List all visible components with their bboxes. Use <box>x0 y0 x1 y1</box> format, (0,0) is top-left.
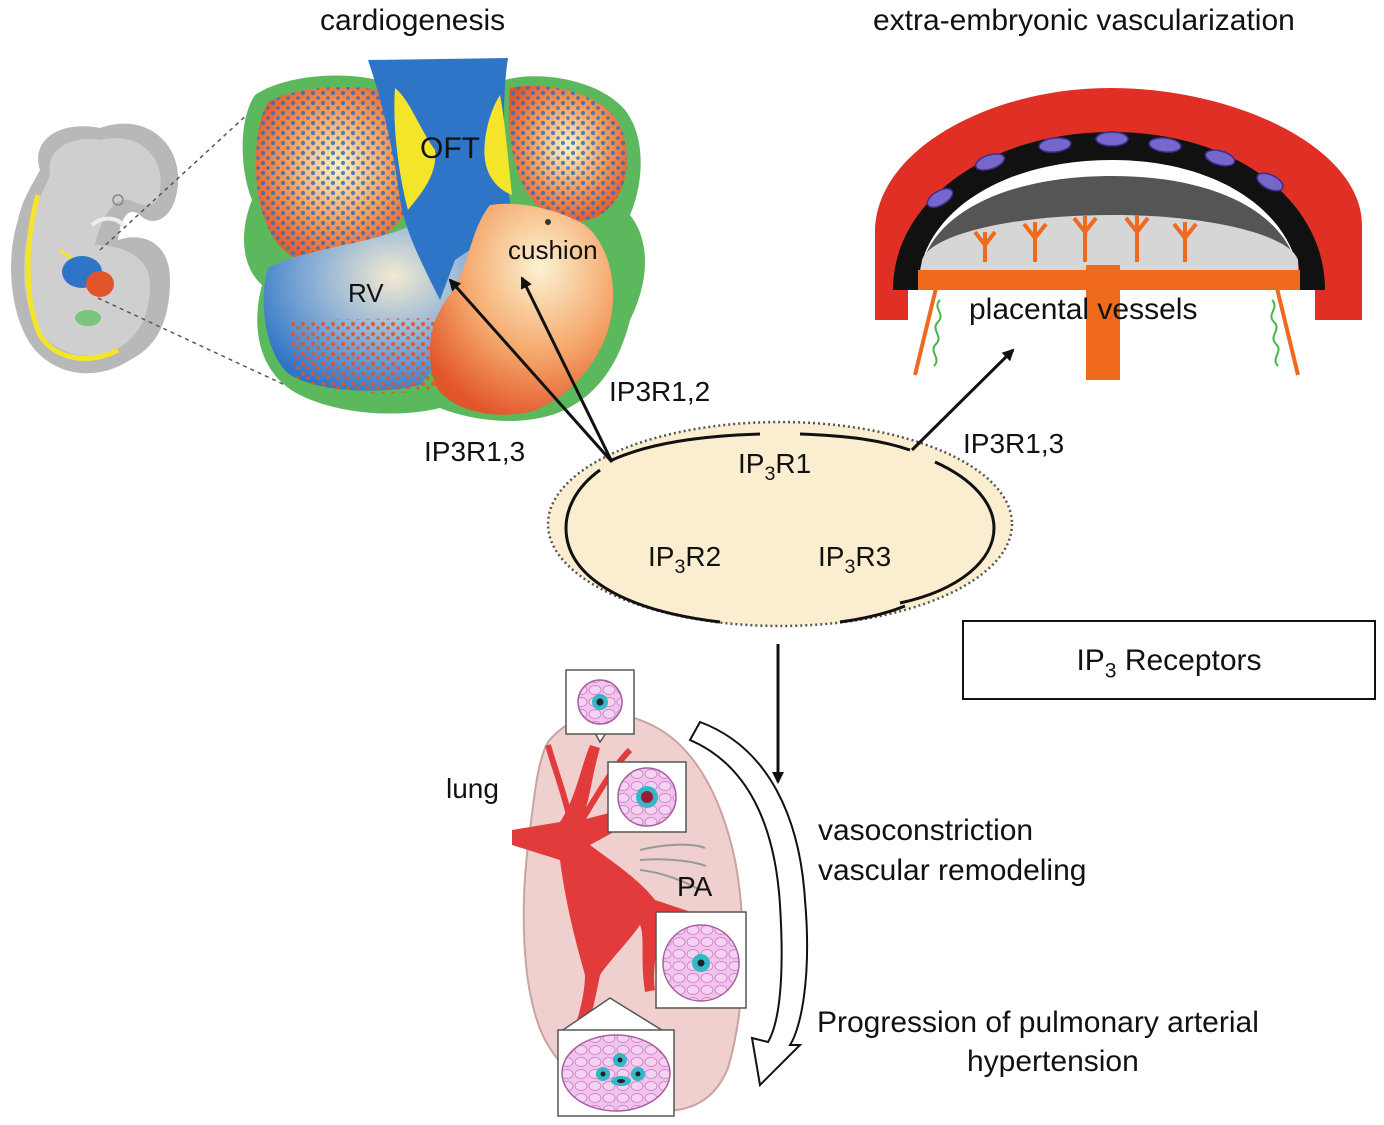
label-progression-line1: Progression of pulmonary arterial <box>817 1006 1259 1039</box>
trophoblast-cells <box>926 131 1284 209</box>
arrow-to-rv <box>448 278 614 463</box>
villi <box>973 215 1198 262</box>
label-vascular-remodeling: vascular remodeling <box>818 854 1087 887</box>
inset-1 <box>565 669 635 744</box>
label-ip3r13-left: IP3R1,3 <box>424 436 526 467</box>
arrow-to-placenta <box>910 348 1015 452</box>
title-cardiogenesis: cardiogenesis <box>320 4 506 37</box>
embryo-illustration <box>11 111 301 393</box>
inset-4 <box>557 997 675 1117</box>
signal-arrows <box>448 276 1015 784</box>
inset-3 <box>655 911 747 1009</box>
label-ip3r1: IP3R1 <box>738 448 812 485</box>
er-membrane-top-right <box>799 432 911 452</box>
label-cushion: cushion <box>508 235 598 265</box>
er-membrane-left <box>564 468 721 624</box>
legend-ip3-receptors: IP3 Receptors <box>1076 644 1262 683</box>
progression-arrow <box>688 720 809 1088</box>
er-membrane-top-left <box>611 432 761 462</box>
label-lung: lung <box>446 773 499 804</box>
inset-2 <box>607 761 687 833</box>
placenta-illustration <box>875 88 1362 380</box>
er-membrane-bottom <box>839 604 906 624</box>
label-pa: PA <box>677 871 713 902</box>
receptor-cell <box>546 420 1014 628</box>
legend-box: IP3 Receptors <box>962 620 1376 700</box>
heart-illustration <box>242 58 645 421</box>
label-ip3r13-right: IP3R1,3 <box>963 428 1065 459</box>
label-oft: OFT <box>420 132 480 165</box>
label-ip3r2: IP3R2 <box>648 541 722 578</box>
label-vasoconstriction: vasoconstriction <box>818 814 1034 847</box>
title-extra-embryonic-vascularization: extra-embryonic vascularization <box>873 4 1295 37</box>
label-progression-line2: hypertension <box>967 1045 1139 1078</box>
lung-illustration <box>512 712 745 1112</box>
label-placental-vessels: placental vessels <box>969 293 1198 326</box>
arrow-to-cushion <box>520 276 614 463</box>
label-ip3r3: IP3R3 <box>818 541 892 578</box>
er-membrane-right <box>899 460 996 605</box>
histology-insets <box>557 669 747 1117</box>
label-rv: RV <box>348 278 384 308</box>
label-ip3r12: IP3R1,2 <box>609 376 711 407</box>
